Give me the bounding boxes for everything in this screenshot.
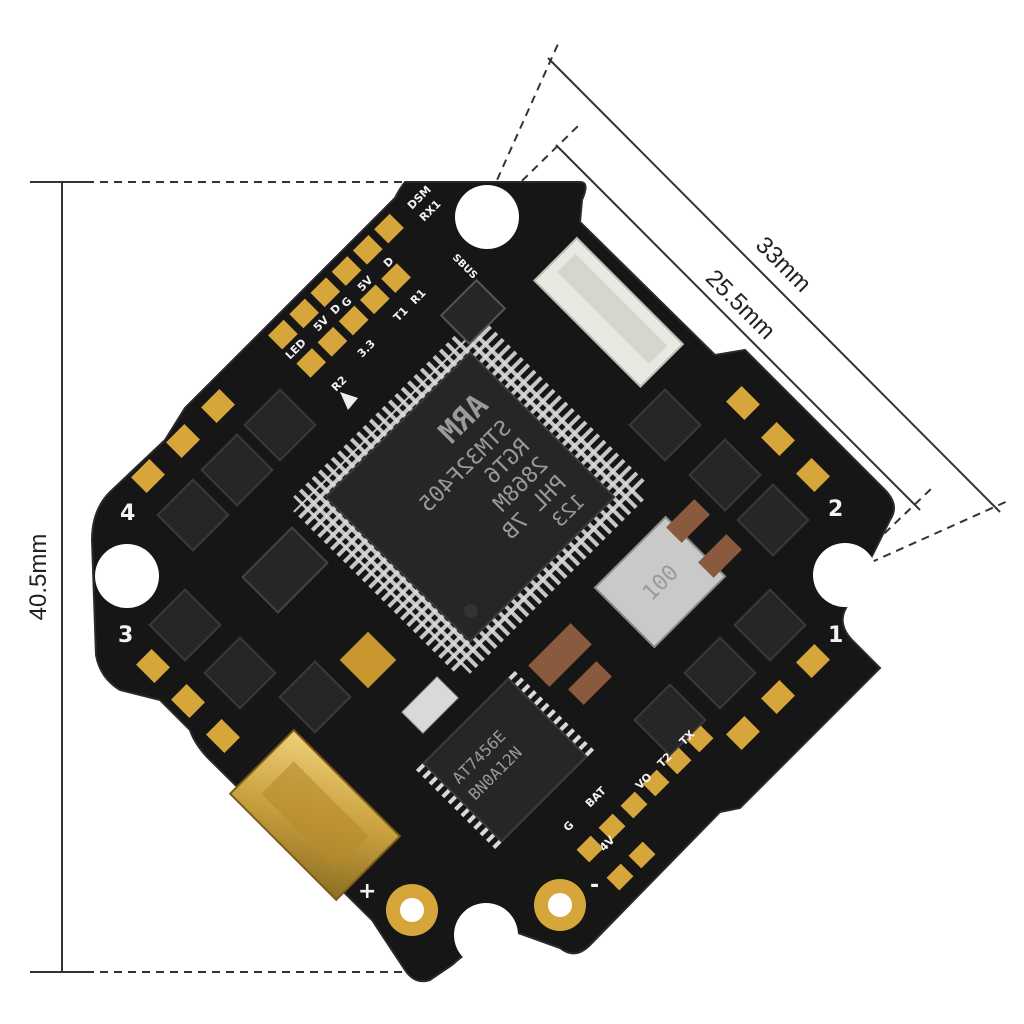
svg-text:+: + (358, 879, 376, 904)
power-pads: + - (358, 873, 599, 936)
mounting-hole-bottom (454, 903, 518, 967)
connector (532, 236, 685, 389)
inner-diagonal-label: 25.5mm (700, 264, 780, 344)
capacitor-c (666, 499, 710, 543)
bottom-pads (576, 725, 714, 891)
motor-label-2: 2 (828, 497, 843, 522)
mounting-hole-top (455, 185, 519, 249)
osd-chip: AT7456E BN0A12N (413, 668, 597, 852)
motor-label-1: 1 (828, 623, 843, 648)
motor-pads (131, 386, 830, 753)
crystal (401, 676, 459, 734)
svg-text:-: - (590, 873, 599, 898)
motor-numbers: 4 3 2 1 (118, 497, 843, 648)
receiver-pads (268, 213, 411, 378)
mosfets (148, 388, 810, 757)
mcu-chip (293, 320, 647, 674)
motor-label-4: 4 (120, 501, 135, 526)
inductor: 100 (593, 515, 727, 649)
usb-port (228, 728, 402, 902)
direction-arrow-icon (340, 392, 358, 410)
mounting-holes (95, 185, 877, 967)
gyro-chip (439, 278, 507, 346)
regulator (241, 526, 329, 614)
height-dimension-label: 40.5mm (25, 534, 52, 621)
motor-label-3: 3 (118, 623, 133, 648)
capacitor-d (698, 534, 742, 578)
outer-diagonal-label: 33mm (750, 232, 816, 298)
capacitor-b (568, 661, 612, 705)
mounting-hole-left (95, 544, 159, 608)
capacitor-a (528, 623, 592, 687)
mounting-hole-right (813, 543, 877, 607)
